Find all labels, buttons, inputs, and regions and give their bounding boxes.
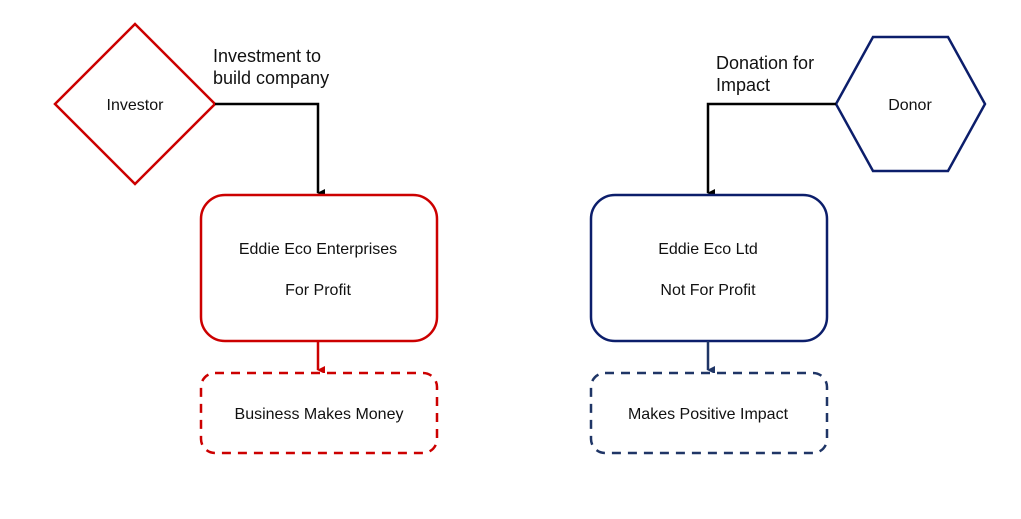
investment-label: Investment to build company — [213, 46, 329, 88]
donation-label-line2: Impact — [716, 75, 770, 95]
business-outcome-box: Business Makes Money — [199, 371, 439, 455]
for-profit-box-shape — [199, 193, 439, 343]
donation-label-line1: Donation for — [716, 53, 814, 73]
not-for-profit-entity-type: Not For Profit — [660, 282, 756, 299]
donor-node: Donor — [834, 35, 987, 173]
left-flow: Investor Investment to build company Edd… — [53, 22, 439, 455]
investment-connector — [215, 102, 325, 197]
business-outcome-shape — [199, 371, 439, 455]
investor-label: Investor — [107, 97, 165, 114]
impact-outcome-box: Makes Positive Impact — [589, 371, 829, 455]
donation-connector — [706, 102, 836, 197]
impact-outcome-shape — [589, 371, 829, 455]
donation-label: Donation for Impact — [716, 53, 819, 95]
right-flow: Donor Donation for Impact Eddie Eco Ltd … — [589, 35, 987, 455]
investor-node: Investor — [53, 22, 217, 186]
for-profit-entity-name: Eddie Eco Enterprises — [239, 241, 397, 258]
impact-outcome-label: Makes Positive Impact — [628, 406, 789, 423]
investment-label-line2: build company — [213, 68, 329, 88]
donor-hexagon-shape — [834, 35, 987, 173]
not-for-profit-entity-box: Eddie Eco Ltd Not For Profit — [589, 193, 829, 343]
donor-label: Donor — [888, 97, 932, 114]
not-for-profit-entity-name: Eddie Eco Ltd — [658, 241, 758, 258]
for-profit-entity-box: Eddie Eco Enterprises For Profit — [199, 193, 439, 343]
investment-label-line1: Investment to — [213, 46, 321, 66]
not-for-profit-box-shape — [589, 193, 829, 343]
investor-diamond-shape — [53, 22, 217, 186]
business-outcome-label: Business Makes Money — [235, 406, 404, 423]
for-profit-entity-type: For Profit — [285, 282, 351, 299]
